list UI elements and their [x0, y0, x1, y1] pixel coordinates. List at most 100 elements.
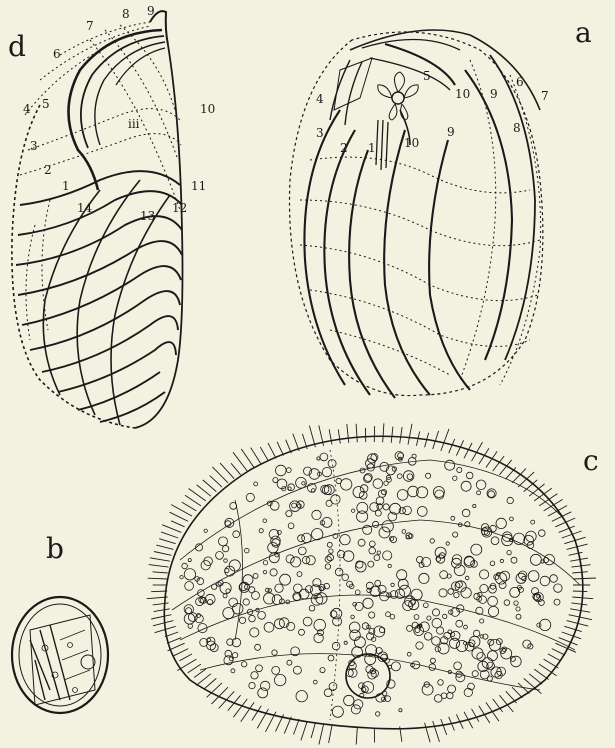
d-row-number: 5 — [42, 97, 50, 111]
granule — [230, 503, 237, 510]
granule — [233, 531, 240, 538]
granule — [251, 672, 258, 679]
cilium — [154, 609, 170, 612]
granule — [264, 622, 274, 632]
granule — [407, 625, 413, 631]
granule — [432, 618, 442, 628]
d-row-number: 7 — [86, 19, 94, 33]
cilium — [251, 448, 262, 465]
granule — [250, 628, 259, 637]
granule — [369, 612, 375, 618]
granule — [367, 588, 372, 593]
cilium — [162, 525, 181, 533]
cilium — [151, 615, 171, 619]
granule — [229, 560, 240, 571]
granule — [184, 614, 195, 625]
granule — [225, 650, 232, 657]
granule — [277, 530, 281, 534]
d-row-number: 1 — [62, 179, 70, 193]
a-row-number: 2 — [340, 141, 348, 155]
cilium — [479, 706, 490, 723]
granule — [456, 620, 463, 627]
granule — [280, 574, 291, 585]
cilium — [196, 674, 211, 686]
granule — [320, 668, 325, 673]
granule — [216, 552, 224, 560]
panel-a-figure — [290, 30, 543, 398]
granule — [550, 575, 558, 583]
cilium — [559, 638, 578, 646]
cilium — [356, 728, 357, 745]
granule — [341, 479, 352, 490]
granule — [490, 561, 495, 566]
cilium — [400, 427, 402, 443]
granule — [293, 666, 301, 674]
granule — [243, 575, 253, 585]
granule — [473, 630, 479, 636]
cilium — [356, 424, 357, 443]
granule — [290, 501, 301, 512]
cilium — [286, 440, 292, 454]
cilium — [151, 591, 167, 592]
granule — [476, 480, 486, 490]
cilium — [228, 695, 241, 711]
granule — [275, 584, 283, 592]
granule — [329, 683, 337, 691]
granule — [256, 665, 263, 672]
panel-label-c: c — [583, 444, 599, 477]
granule — [432, 637, 441, 646]
granule — [188, 559, 191, 562]
granule — [487, 676, 492, 681]
granule — [398, 579, 408, 589]
cilium — [534, 669, 548, 679]
d-row-number: 11 — [191, 179, 206, 193]
granule — [204, 529, 207, 532]
granule — [554, 584, 562, 592]
granule — [397, 490, 408, 501]
granule — [188, 624, 192, 628]
granule — [540, 576, 550, 586]
granule — [255, 644, 261, 650]
granule — [243, 599, 249, 605]
granule — [342, 574, 349, 581]
cilium — [194, 669, 206, 677]
granule — [466, 472, 473, 479]
cilium — [441, 429, 449, 451]
granule — [328, 655, 334, 661]
d-row-number: iii — [128, 117, 140, 131]
cilium — [506, 691, 517, 703]
granule — [453, 476, 457, 480]
granule — [480, 619, 484, 623]
d-row-number: 3 — [30, 139, 38, 153]
granule — [188, 613, 197, 622]
cilium — [338, 429, 340, 443]
panel-label-d: d — [8, 30, 26, 63]
granule — [375, 510, 381, 516]
granule — [402, 530, 406, 534]
granule — [231, 669, 235, 673]
granule — [488, 651, 498, 661]
granule — [351, 509, 354, 512]
granule — [366, 666, 373, 673]
granule — [286, 468, 291, 473]
granule — [268, 543, 278, 553]
granule — [297, 572, 302, 577]
cilium — [559, 526, 575, 532]
granule — [298, 547, 306, 555]
cilium — [154, 552, 172, 556]
granule — [259, 529, 263, 533]
granule — [325, 556, 331, 562]
cilium — [153, 572, 168, 573]
cilium — [150, 558, 170, 561]
granule — [313, 680, 317, 684]
granule — [380, 462, 389, 471]
granule — [414, 615, 419, 620]
cilium — [170, 512, 189, 521]
granule — [473, 504, 476, 507]
granule — [422, 557, 431, 566]
granule — [212, 584, 217, 589]
granule — [332, 706, 343, 717]
cilium — [156, 545, 173, 549]
cilium — [347, 424, 349, 443]
